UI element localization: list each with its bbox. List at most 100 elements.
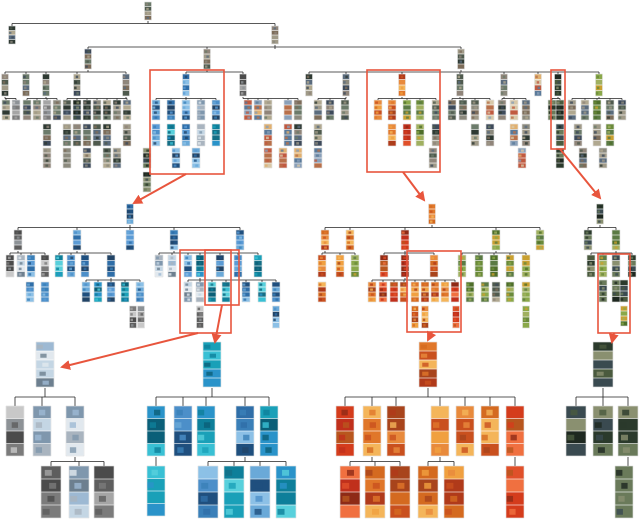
orange-level3-node xyxy=(410,281,420,303)
thumbnail xyxy=(82,297,90,302)
thumbnail xyxy=(431,418,449,431)
thumbnail xyxy=(326,110,334,115)
level4-node xyxy=(211,99,221,121)
orange-leaf-root xyxy=(418,341,438,388)
thumbnail xyxy=(500,85,508,91)
thumbnail xyxy=(318,287,326,292)
sky-leaf-root xyxy=(35,341,55,388)
thumbnail xyxy=(12,100,20,105)
thumbnail xyxy=(593,110,601,115)
thumbnail xyxy=(318,297,326,302)
thumbnail xyxy=(126,235,134,240)
dark-level1-node xyxy=(583,229,593,251)
thumbnail xyxy=(584,240,592,245)
thumbnail xyxy=(318,282,326,287)
thumbnail xyxy=(6,406,24,419)
edge-bracket xyxy=(50,457,105,466)
thumbnail xyxy=(155,255,163,261)
thumbnail xyxy=(93,124,101,130)
thumbnail xyxy=(279,163,287,168)
thumbnail xyxy=(197,431,215,444)
thumbnail xyxy=(471,110,479,115)
blue-level3-node xyxy=(241,281,251,303)
orange-level1-node xyxy=(320,229,330,251)
orange-leaf-node xyxy=(505,405,525,457)
thumbnail xyxy=(401,230,409,235)
edge-bracket xyxy=(58,251,112,255)
thumbnail xyxy=(587,266,595,272)
teal-leaf-node xyxy=(146,405,166,457)
arrow-dark-leaf xyxy=(608,332,619,344)
level4-node xyxy=(605,99,615,121)
thumbnail xyxy=(272,292,280,297)
blue-level3-node xyxy=(81,281,91,303)
thumbnail xyxy=(196,311,204,317)
level6-node xyxy=(191,147,201,169)
blue-level3-node xyxy=(183,281,193,303)
level4-node xyxy=(521,99,531,121)
level6-node xyxy=(42,147,52,169)
thumbnail xyxy=(548,110,556,115)
blue-level4-node xyxy=(129,305,137,329)
thumbnail xyxy=(147,503,165,516)
thumbnail xyxy=(628,266,636,272)
thumbnail xyxy=(522,317,530,323)
thumbnail xyxy=(84,64,92,69)
teal-leaf-leaf xyxy=(223,465,245,519)
level5-node xyxy=(313,123,323,147)
orange-level2-node xyxy=(505,254,515,278)
blue-level2-node xyxy=(233,254,243,278)
thumbnail xyxy=(506,418,524,431)
thumbnail xyxy=(419,351,437,360)
thumbnail xyxy=(126,230,134,235)
orange-level3-node xyxy=(399,281,409,303)
orange-level2-node xyxy=(400,254,410,278)
dark-level2-node xyxy=(598,254,608,278)
thumbnail xyxy=(107,297,115,302)
level5-node xyxy=(92,123,102,147)
thumbnail xyxy=(168,271,176,277)
orange-level4-node xyxy=(452,305,460,329)
level4-node xyxy=(62,99,72,121)
thumbnail xyxy=(182,105,190,110)
dark-leaf-root xyxy=(592,341,614,388)
blue-level3-node xyxy=(135,281,145,303)
thumbnail xyxy=(197,105,205,110)
thumbnail xyxy=(254,110,262,115)
thumbnail xyxy=(430,271,438,277)
thumbnail xyxy=(212,140,220,146)
thumbnail xyxy=(63,115,71,120)
highlight-blue-branch xyxy=(149,69,225,175)
level2-node xyxy=(203,48,211,70)
thumbnail xyxy=(94,292,102,297)
thumbnail xyxy=(82,287,90,292)
level3-node xyxy=(595,73,603,97)
thumbnail xyxy=(264,105,272,110)
level5-node xyxy=(151,123,161,147)
thumbnail xyxy=(93,110,101,115)
thumbnail xyxy=(63,153,71,158)
thumbnail xyxy=(486,135,494,141)
blue-level2-node xyxy=(215,254,225,278)
thumbnail xyxy=(73,245,81,250)
dark-subtree-root xyxy=(596,203,604,225)
level4-node xyxy=(470,99,480,121)
dark-level2-node xyxy=(611,254,621,278)
teal-leaf-node xyxy=(235,405,255,457)
blue-level1-node xyxy=(169,229,179,251)
level4-node xyxy=(431,99,441,121)
thumbnail xyxy=(212,135,220,141)
orange-level3-node xyxy=(505,281,515,303)
edge-bracket xyxy=(451,97,491,100)
thumbnail xyxy=(342,90,350,96)
thumbnail xyxy=(492,292,500,297)
root-edge xyxy=(11,21,276,26)
thumbnail xyxy=(374,105,382,110)
teal-leaf-edge xyxy=(155,388,270,406)
thumbnail xyxy=(41,287,49,292)
level3-node xyxy=(342,73,350,97)
level4-node xyxy=(42,99,52,121)
level5-node xyxy=(485,123,495,147)
level6-node xyxy=(313,147,323,169)
